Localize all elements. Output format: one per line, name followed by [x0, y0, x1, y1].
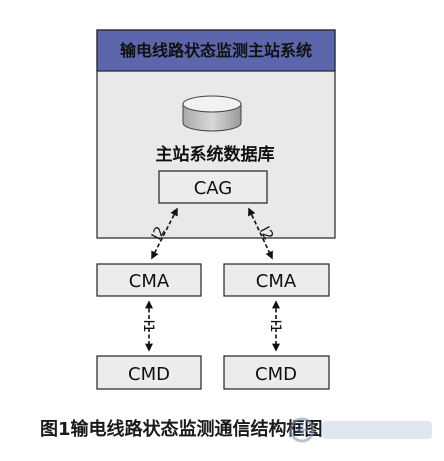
cag-label: CAG — [194, 178, 233, 199]
cmd-right-label: CMD — [255, 364, 297, 385]
database-icon — [182, 95, 242, 132]
cmd-left-box — [96, 355, 202, 390]
i2-right-connector — [248, 207, 273, 260]
i2-left-connector — [151, 207, 178, 260]
site-watermark-logo — [289, 417, 432, 443]
cma-right-label: CMA — [256, 271, 297, 292]
master-system-panel: 输电线路状态监测主站系统 主站系统数据库 CAG — [96, 29, 336, 239]
master-system-header — [96, 29, 336, 72]
figure-caption: 图1输电线路状态监测通信结构框图 — [40, 419, 323, 440]
i1-right-label: I1 — [267, 319, 283, 332]
cma-left-label: CMA — [129, 271, 170, 292]
cag-box — [158, 170, 268, 204]
cmd-right-box — [223, 355, 330, 390]
cmd-left-label: CMD — [128, 364, 170, 385]
database-label: 主站系统数据库 — [156, 144, 275, 165]
cma-left-box — [96, 263, 202, 297]
i1-left-label: I1 — [140, 319, 156, 332]
cma-right-box — [223, 263, 330, 297]
master-system-title: 输电线路状态监测主站系统 — [120, 41, 312, 60]
